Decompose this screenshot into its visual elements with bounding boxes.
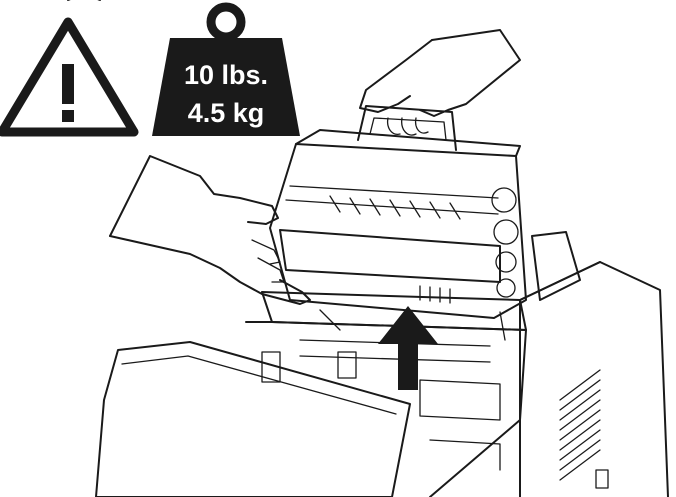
printer-body (95, 261, 669, 497)
top-hand (359, 29, 521, 136)
weight-kg-label: 4.5 kg (188, 98, 265, 128)
front-cover-open (95, 341, 411, 497)
weight-lbs-label: 10 lbs. (184, 60, 268, 90)
side-vents (559, 369, 601, 481)
drum-cartridge (269, 105, 527, 319)
weight-icon: 10 lbs. 4.5 kg (152, 2, 300, 136)
up-arrow-icon (378, 306, 438, 390)
left-hand (109, 155, 311, 305)
warning-triangle-icon (0, 17, 139, 137)
side-latch (531, 231, 581, 301)
cartridge-handle (357, 105, 457, 151)
